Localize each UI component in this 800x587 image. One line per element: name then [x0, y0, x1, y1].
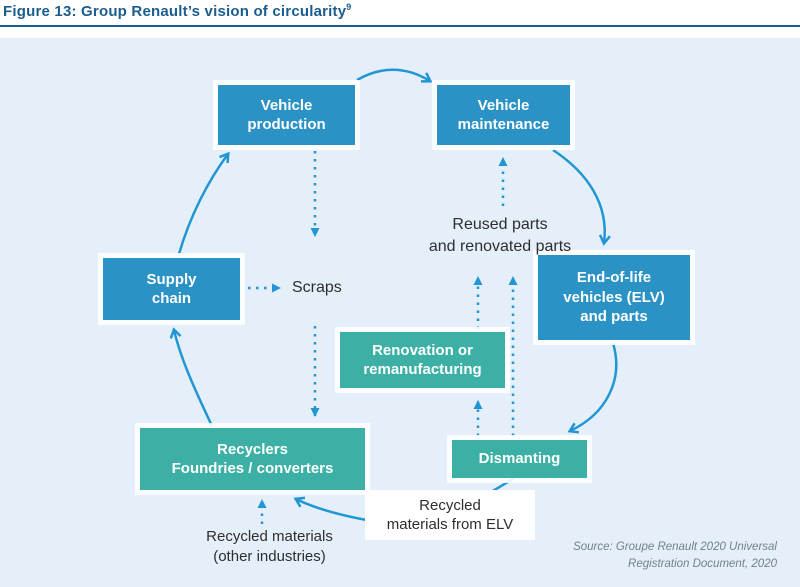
box-renovation-remanufacturing: Renovation or remanufacturing [340, 332, 505, 388]
label-reused-parts: Reused parts and renovated parts [428, 216, 572, 255]
arrow-supply-chain-to-production [177, 154, 228, 255]
arrow-recyclers-to-supply-chain [174, 330, 214, 427]
arrow-elv-to-dismanting [570, 342, 618, 431]
box-supply-chain: Supply chain [103, 258, 240, 320]
box-end-of-life-vehicles: End-of-life vehicles (ELV) and parts [538, 255, 690, 340]
figure-title-footnote: 9 [346, 2, 352, 12]
label-recycled-other-industries: Recycled materials (other industries) [206, 528, 333, 566]
box-recyclers-foundries: Recyclers Foundries / converters [140, 428, 365, 490]
source-citation: Source: Groupe Renault 2020 Universal Re… [573, 541, 777, 570]
label-scraps: Scraps [292, 279, 342, 296]
figure-title: Figure 13: Group Renault’s vision of cir… [3, 2, 352, 20]
figure-header: Figure 13: Group Renault’s vision of cir… [0, 0, 800, 27]
box-dismanting: Dismanting [452, 440, 587, 478]
box-recycled-materials-elv: Recycled materials from ELV [365, 490, 535, 540]
figure-title-text: Figure 13: Group Renault’s vision of cir… [3, 3, 347, 20]
arrow-maintenance-to-elv [552, 148, 605, 243]
arrow-production-to-maintenance [356, 68, 430, 81]
box-vehicle-maintenance: Vehicle maintenance [437, 85, 570, 145]
box-vehicle-production: Vehicle production [218, 85, 355, 145]
